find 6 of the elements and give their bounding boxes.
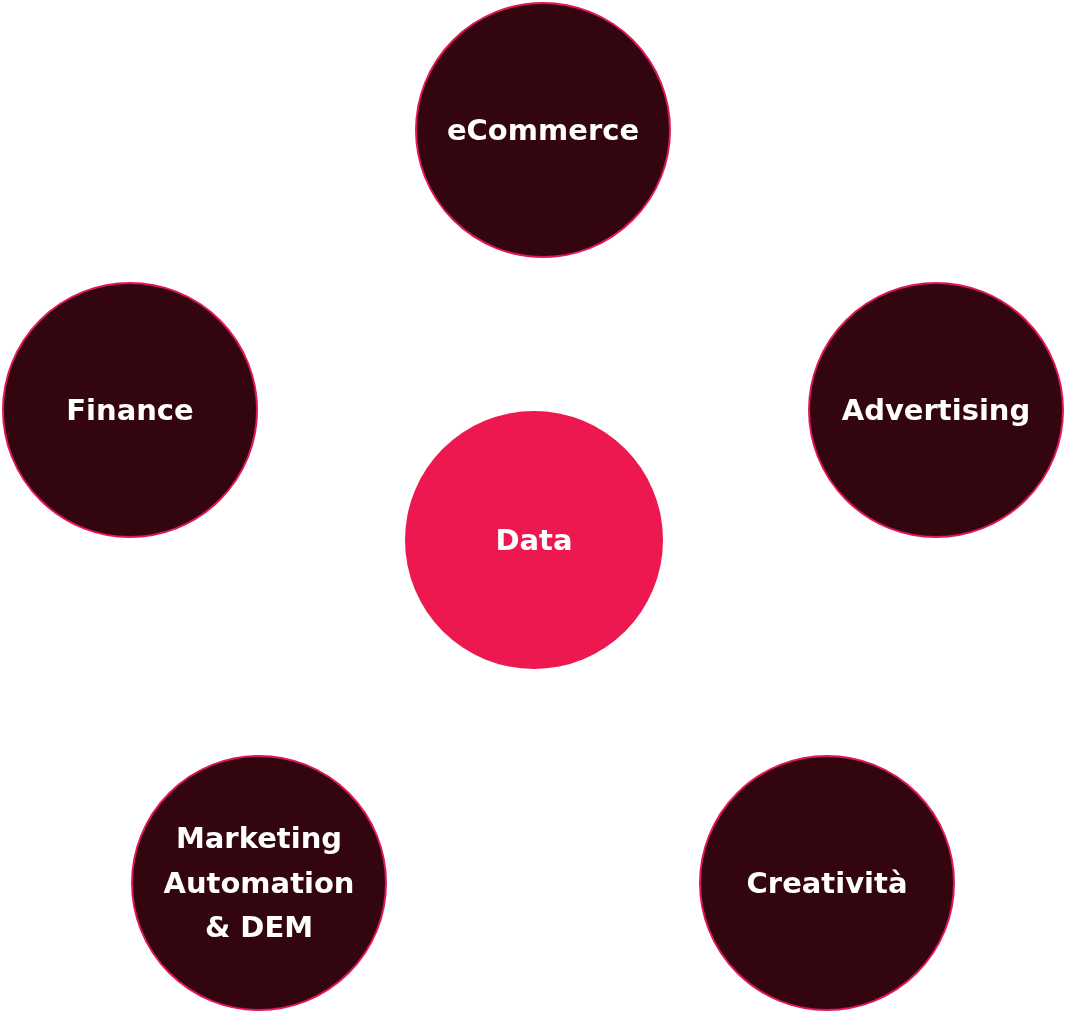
node-label: eCommerce — [445, 111, 641, 149]
node-label: Advertising — [840, 391, 1032, 429]
node-label: Marketing Automation & DEM — [162, 819, 356, 947]
node-label: Creatività — [745, 864, 909, 902]
node-label: Data — [494, 521, 574, 559]
node-label: Finance — [65, 391, 195, 429]
